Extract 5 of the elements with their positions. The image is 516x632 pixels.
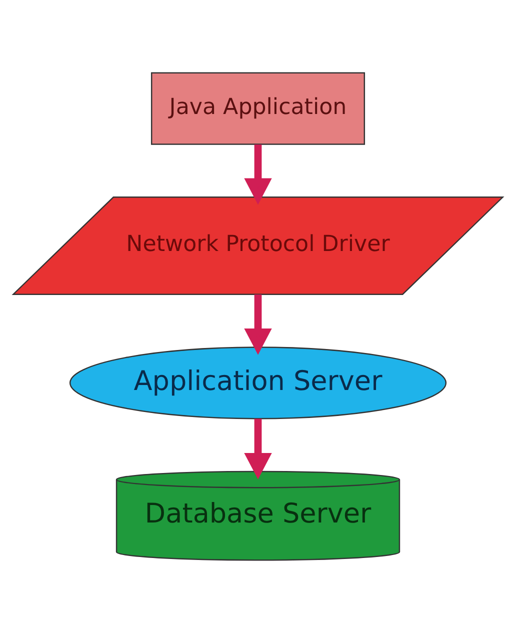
arrow	[244, 294, 272, 354]
node-ellipse: Application Server	[69, 346, 447, 419]
arrow	[244, 418, 272, 479]
arrow	[244, 144, 272, 204]
node-box: Java Application	[150, 72, 366, 144]
